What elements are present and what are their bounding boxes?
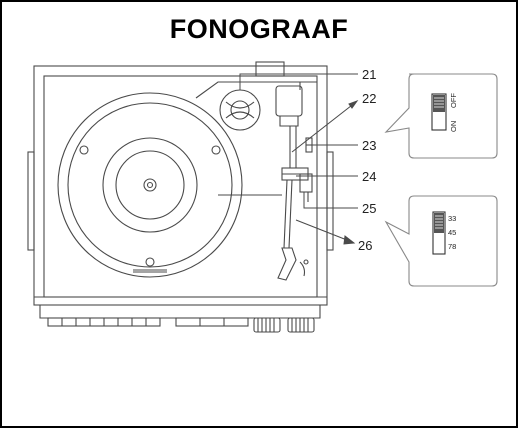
tonearm xyxy=(218,82,313,281)
spindle-tip xyxy=(146,181,154,189)
front-knobs xyxy=(253,317,315,333)
cue-lever xyxy=(299,173,313,193)
turntable-body xyxy=(27,61,334,333)
leader-lines xyxy=(239,73,359,245)
record-label-ring xyxy=(102,137,198,233)
power-off-label: OFF xyxy=(449,93,458,108)
platter-screw xyxy=(145,257,155,267)
platter xyxy=(57,92,243,278)
callout-26: 26 xyxy=(358,238,372,253)
speed-switch-track xyxy=(432,211,446,255)
platter-screw xyxy=(79,145,89,155)
speed-bubble xyxy=(384,195,498,287)
platter-mat xyxy=(67,102,233,268)
callout-24: 24 xyxy=(362,169,376,184)
speed-option-78: 78 xyxy=(448,242,456,251)
callout-21: 21 xyxy=(362,67,376,82)
power-on-label: ON xyxy=(449,121,458,132)
leader-26 xyxy=(295,219,353,243)
arrowhead-26 xyxy=(343,235,356,245)
left-side-rail xyxy=(27,151,35,251)
speed-option-45: 45 xyxy=(448,228,456,237)
callout-25: 25 xyxy=(362,201,376,216)
cabinet-outline xyxy=(33,65,328,306)
figure-title: FONOGRAAF xyxy=(169,14,349,44)
leader-25 xyxy=(303,192,358,209)
speed-switch-zoom: 33 45 78 xyxy=(384,195,498,287)
tonearm-plinth xyxy=(195,81,317,99)
counterweight xyxy=(275,85,303,117)
leader-22 xyxy=(291,101,357,153)
speed-option-33: 33 xyxy=(448,214,456,223)
adapter-holder xyxy=(219,89,261,131)
spindle xyxy=(143,178,157,192)
power-switch-zoom: OFF ON xyxy=(384,73,498,159)
headshell xyxy=(277,247,297,281)
callout-23: 23 xyxy=(362,138,376,153)
platter-screw xyxy=(211,145,221,155)
platter-outer-rim xyxy=(57,92,243,278)
front-buttons xyxy=(47,317,249,327)
power-switch-track xyxy=(431,93,447,131)
right-side-rail xyxy=(326,151,334,251)
callout-22: 22 xyxy=(362,91,376,106)
lid-hinge xyxy=(255,61,285,77)
power-bubble xyxy=(384,73,498,159)
speed-switch-knob xyxy=(434,213,444,233)
leader-21 xyxy=(239,73,358,90)
arrowhead-22 xyxy=(348,99,359,109)
record-label xyxy=(115,150,185,220)
front-lip xyxy=(39,305,321,319)
